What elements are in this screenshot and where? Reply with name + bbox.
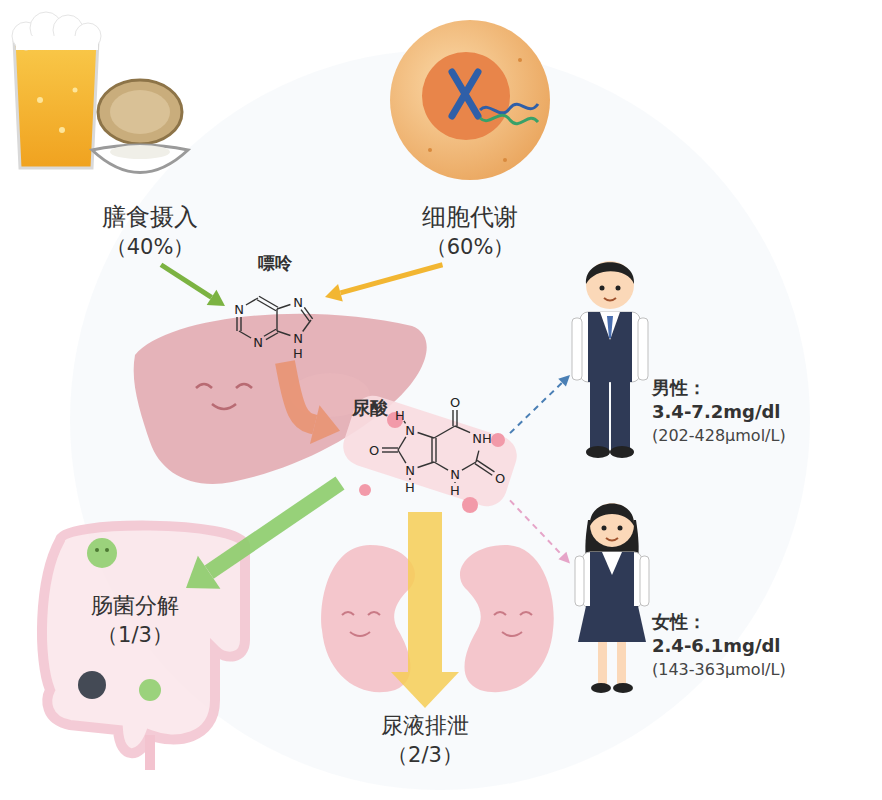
atom-label: O: [369, 444, 379, 457]
atom-label: N: [405, 424, 415, 437]
source-label: 细胞代谢（60%）: [415, 198, 525, 265]
bond-line: [434, 426, 455, 438]
atom-label: H: [405, 481, 415, 494]
reference-range: 男性：3.4-7.2mg/dl(202-428μmol/L): [570, 240, 870, 465]
flow-arrow: [325, 265, 443, 302]
bond-line: [434, 462, 448, 470]
source-label: 膳食摄入（40%）: [95, 198, 205, 265]
arrow-shaft: [510, 383, 562, 433]
beer-glass: [12, 12, 101, 168]
atom-label: N: [293, 332, 303, 345]
reference-range: 女性：2.4-6.1mg/dl(143-363μmol/L): [570, 490, 870, 700]
atom-label: N: [234, 303, 244, 316]
node-text: 女性：: [652, 610, 870, 634]
arrow-shaft: [285, 362, 315, 425]
arrow-shaft: [408, 512, 442, 672]
bond-line: [382, 451, 398, 452]
uric-acid-molecule: 尿酸: [340, 396, 510, 512]
boy-figure: [572, 261, 648, 458]
node-text: 膳食摄入: [101, 201, 199, 233]
bond-line: [240, 317, 241, 331]
arrow-head: [186, 556, 220, 589]
bond-line: [398, 450, 406, 463]
clam: [92, 80, 188, 173]
bond-line: [398, 437, 406, 450]
atom-label: N: [253, 336, 263, 349]
excretion-label: 尿液排泄（2/3）: [374, 708, 476, 772]
atom-label: N: [450, 468, 460, 481]
bond-line: [264, 329, 276, 336]
arrow-head: [207, 290, 225, 306]
girl-figure: [575, 503, 649, 693]
bond-line: [418, 462, 434, 467]
uric-acid-capsule: [338, 390, 522, 513]
bond-line: [303, 320, 311, 332]
bond-line: [276, 309, 277, 331]
flow-arrow: [510, 500, 570, 563]
bond-line: [462, 462, 476, 470]
flow-arrow: [391, 512, 459, 708]
atom-label: NH: [472, 432, 492, 445]
bond-line: [304, 307, 312, 319]
atom-label: H: [293, 347, 303, 360]
bond-line: [456, 410, 457, 426]
bond-line: [455, 426, 470, 433]
arrow-shaft: [209, 483, 340, 572]
flow-arrow: [510, 375, 570, 433]
flow-arrow: [161, 265, 225, 306]
cell: [390, 20, 550, 180]
arrow-head: [391, 672, 459, 708]
node-text: （2/3）: [380, 741, 470, 769]
node-text: 嘌呤: [225, 252, 325, 275]
bond-line: [418, 433, 434, 438]
bond-line: [277, 305, 290, 309]
node-text: (202-428μmol/L): [652, 425, 870, 447]
arrow-shaft: [340, 265, 442, 293]
node-text: （1/3）: [90, 621, 180, 649]
atom-label: O: [495, 472, 505, 485]
atom-label: N: [405, 464, 415, 477]
bond-line: [435, 438, 436, 462]
node-text: 细胞代谢: [421, 201, 519, 233]
excretion-label: 肠菌分解（1/3）: [84, 588, 186, 652]
node-text: 3.4-7.2mg/dl: [652, 400, 870, 424]
bond-line: [475, 464, 492, 476]
node-text: 肠菌分解: [90, 591, 180, 621]
bond-line: [452, 410, 453, 426]
flow-arrow: [285, 362, 340, 444]
bond-line: [246, 298, 258, 305]
bond-line: [431, 438, 432, 462]
atom-label: O: [450, 396, 460, 409]
arrow-head: [325, 284, 343, 301]
arrow-head: [558, 375, 570, 387]
bond-line: [382, 447, 398, 448]
atom-label: H: [395, 409, 405, 422]
node-text: 尿酸: [352, 396, 510, 420]
bond-line: [236, 317, 237, 331]
bond-line: [257, 300, 276, 311]
bond-line: [277, 331, 290, 335]
chemical-bonds: [237, 296, 494, 483]
node-text: 尿液排泄: [380, 711, 470, 741]
node-text: (143-363μmol/L): [652, 659, 870, 681]
node-text: 男性：: [652, 376, 870, 400]
node-text: （60%）: [421, 233, 519, 261]
arrow-shaft: [161, 265, 212, 298]
bond-line: [239, 331, 251, 338]
node-text: （40%）: [101, 233, 199, 261]
bond-line: [301, 310, 309, 322]
arrow-head: [310, 405, 340, 444]
flow-arrow: [186, 483, 340, 589]
atom-label: N: [293, 296, 303, 309]
node-text: 2.4-6.1mg/dl: [652, 634, 870, 658]
arrow-head: [558, 552, 570, 564]
arrow-shaft: [510, 500, 562, 555]
atom-label: H: [450, 484, 460, 497]
